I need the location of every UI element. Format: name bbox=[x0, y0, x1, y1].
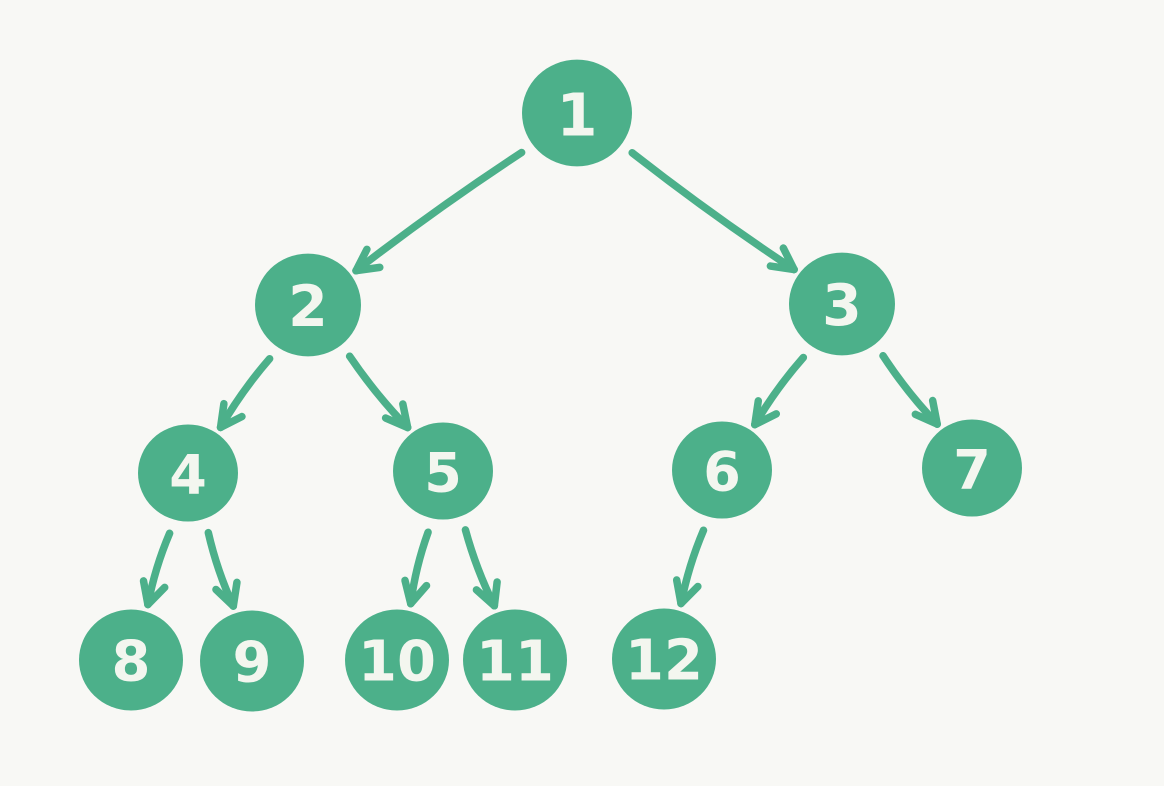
tree-node-12: 12 bbox=[612, 608, 716, 710]
node-circle-12 bbox=[612, 608, 716, 710]
arrowhead-icon bbox=[144, 583, 169, 609]
node-label-9: 9 bbox=[233, 631, 272, 696]
tree-edge-5-10 bbox=[401, 528, 432, 608]
node-label-1: 1 bbox=[556, 81, 597, 150]
tree-node-8: 8 bbox=[79, 609, 183, 711]
tree-edge-3-6 bbox=[751, 353, 808, 429]
arrowhead-icon bbox=[229, 578, 241, 610]
arrowhead-icon bbox=[928, 396, 941, 428]
node-circle-8 bbox=[79, 609, 183, 711]
tree-node-4: 4 bbox=[138, 424, 238, 522]
node-circle-4 bbox=[138, 424, 238, 522]
arrowhead-icon bbox=[406, 581, 431, 608]
node-label-7: 7 bbox=[953, 439, 991, 502]
node-circle-3 bbox=[789, 252, 895, 356]
node-circle-6 bbox=[672, 421, 772, 519]
tree-node-6: 6 bbox=[672, 421, 772, 519]
tree-edge-5-11 bbox=[461, 526, 501, 610]
node-circle-2 bbox=[255, 253, 361, 357]
tree-edge-1-2 bbox=[352, 148, 526, 275]
arrowhead-icon bbox=[677, 582, 702, 608]
node-circle-1 bbox=[522, 59, 632, 167]
tree-edge-4-8 bbox=[139, 529, 174, 609]
arrowhead-icon bbox=[779, 244, 798, 274]
node-label-4: 4 bbox=[169, 444, 207, 507]
node-label-5: 5 bbox=[424, 442, 462, 505]
arrowhead-icon bbox=[399, 400, 412, 432]
arrowhead-icon bbox=[490, 578, 501, 610]
node-label-11: 11 bbox=[476, 630, 554, 695]
tree-edge-4-9 bbox=[204, 528, 241, 610]
tree-edge-6-12 bbox=[672, 526, 708, 608]
node-label-2: 2 bbox=[288, 274, 328, 340]
node-label-12: 12 bbox=[625, 629, 703, 694]
arrow-shaft bbox=[628, 149, 798, 274]
tree-node-2: 2 bbox=[255, 253, 361, 357]
tree-edge-2-4 bbox=[216, 354, 274, 432]
arrow-shaft bbox=[352, 148, 526, 275]
arrowhead-icon bbox=[751, 410, 781, 429]
arrowhead-icon bbox=[216, 412, 246, 432]
node-circle-7 bbox=[922, 419, 1022, 517]
tree-node-3: 3 bbox=[789, 252, 895, 356]
node-circle-5 bbox=[393, 422, 493, 520]
arrowhead-icon bbox=[352, 263, 384, 275]
node-label-10: 10 bbox=[358, 630, 436, 695]
tree-node-11: 11 bbox=[463, 609, 567, 711]
tree-edge-1-3 bbox=[628, 149, 798, 274]
node-label-6: 6 bbox=[703, 441, 741, 504]
node-circle-9 bbox=[200, 610, 304, 712]
node-circle-11 bbox=[463, 609, 567, 711]
tree-node-9: 9 bbox=[200, 610, 304, 712]
tree-edge-2-5 bbox=[345, 352, 412, 432]
tree-node-7: 7 bbox=[922, 419, 1022, 517]
node-label-3: 3 bbox=[822, 273, 862, 339]
node-label-8: 8 bbox=[112, 630, 151, 695]
tree-node-1: 1 bbox=[522, 59, 632, 167]
tree-edge-3-7 bbox=[879, 351, 941, 428]
node-circle-10 bbox=[345, 609, 449, 711]
tree-node-10: 10 bbox=[345, 609, 449, 711]
tree-node-5: 5 bbox=[393, 422, 493, 520]
